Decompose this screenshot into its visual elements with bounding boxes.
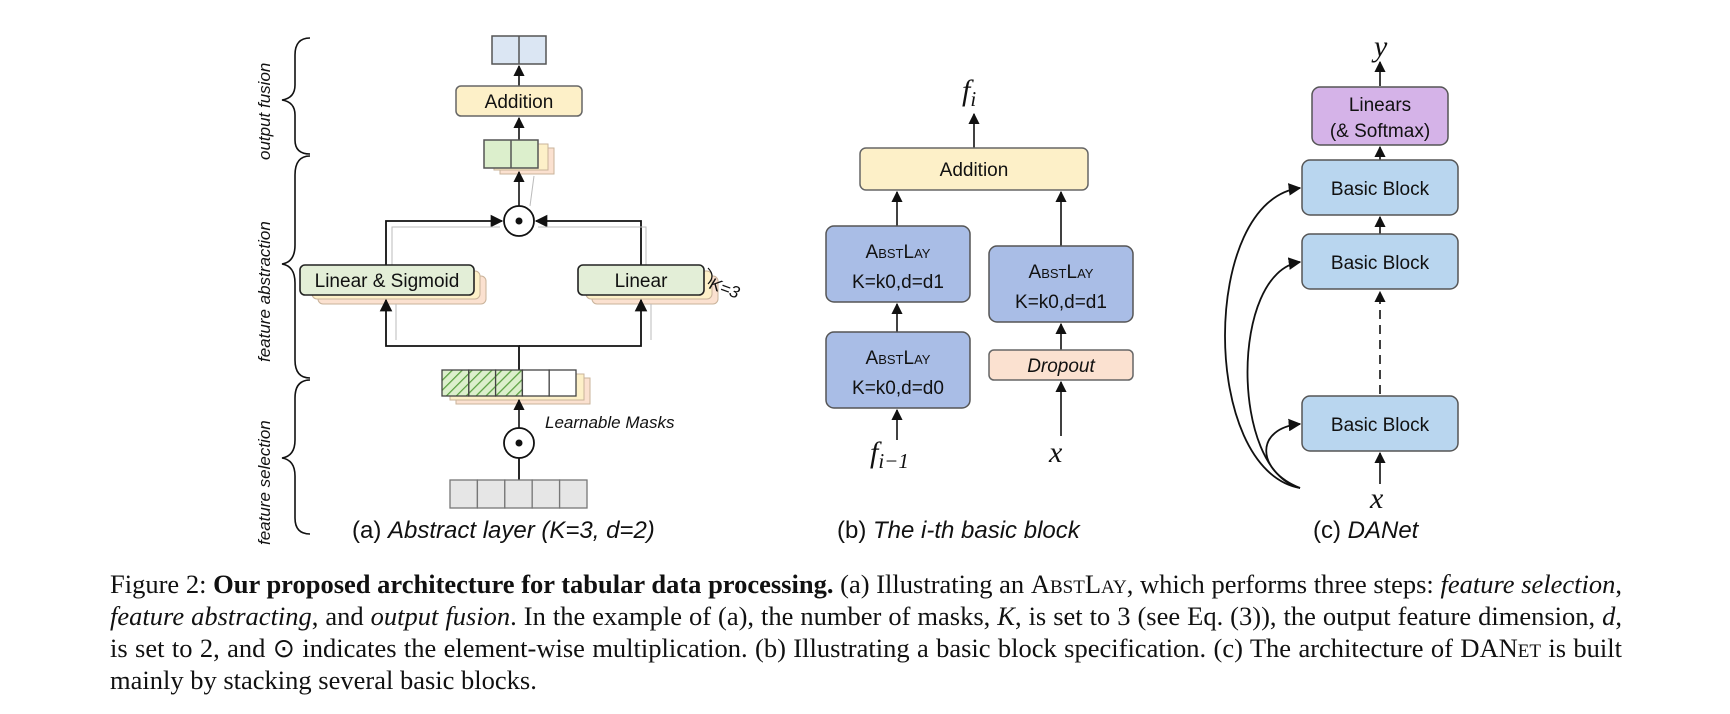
- side-braces: [281, 37, 311, 535]
- figure-caption: Figure 2: Our proposed architecture for …: [110, 569, 1623, 695]
- input-fi-1: fi−1: [870, 436, 909, 473]
- basic-block-2-label: Basic Block: [1331, 253, 1430, 274]
- fused-vectors-stack: [483, 139, 555, 175]
- output-vector: [491, 35, 547, 65]
- caption-bold-title: Our proposed architecture for tabular da…: [213, 569, 834, 599]
- masked-vectors-stack: [441, 369, 591, 405]
- basic-block-1-label: Basic Block: [1331, 179, 1430, 200]
- abstlay-bottom-params: K=k0,d=d0: [852, 378, 944, 399]
- dropout-box: Dropout: [988, 349, 1134, 381]
- learnable-masks-label: Learnable Masks: [545, 413, 675, 432]
- label-feature-abstraction: feature abstraction: [255, 221, 274, 362]
- linear-sigmoid-box: Linear & Sigmoid: [299, 264, 487, 305]
- label-feature-selection: feature selection: [255, 420, 274, 545]
- basic-block-1: Basic Block: [1301, 159, 1459, 216]
- panel-a: feature selection feature abstraction ou…: [255, 35, 743, 545]
- addition-label-a: Addition: [485, 92, 554, 113]
- input-x-c: x: [1369, 482, 1384, 515]
- addition-box-b: Addition: [859, 147, 1089, 191]
- linear-label: Linear: [615, 271, 668, 292]
- caption-b: (b) The i-th basic block: [837, 517, 1082, 544]
- dropout-label: Dropout: [1027, 356, 1095, 377]
- basic-block-2: Basic Block: [1301, 233, 1459, 290]
- softmax-label: (& Softmax): [1330, 121, 1430, 142]
- addition-box-a: Addition: [455, 85, 583, 117]
- abstlay-top-title: AbstLay: [866, 242, 931, 263]
- abstlay-right: AbstLay K=k0,d=d1: [988, 245, 1134, 323]
- caption-a: (a) Abstract layer (K=3, d=2): [352, 517, 655, 544]
- panel-c: y Linears (& Softmax) Basic Block Basic …: [1224, 30, 1459, 544]
- output-y: y: [1371, 30, 1388, 63]
- abstlay-bottom: AbstLay K=k0,d=d0: [825, 331, 971, 409]
- linear-box: Linear: [577, 264, 719, 305]
- architecture-figure: feature selection feature abstraction ou…: [255, 30, 1459, 545]
- linear-sigmoid-label: Linear & Sigmoid: [315, 271, 460, 292]
- abstlay-right-params: K=k0,d=d1: [1015, 292, 1107, 313]
- abstlay-bottom-title: AbstLay: [866, 348, 931, 369]
- output-fi: fi: [962, 74, 976, 111]
- multiply-circle-top: [503, 205, 535, 237]
- basic-block-3-label: Basic Block: [1331, 415, 1430, 436]
- label-output-fusion: output fusion: [255, 63, 274, 160]
- abstlay-right-title: AbstLay: [1029, 262, 1094, 283]
- caption-figure-label: Figure 2:: [110, 569, 207, 599]
- multiply-circle-bottom: [503, 427, 535, 459]
- input-vector-a: [449, 479, 588, 509]
- addition-label-b: Addition: [940, 160, 1009, 181]
- skip-connections: [1224, 183, 1302, 489]
- abstlay-top-params: K=k0,d=d1: [852, 272, 944, 293]
- linears-box: Linears (& Softmax): [1311, 86, 1449, 146]
- panel-b: fi Addition AbstLay K=k0,d=d1 AbstLay K=…: [825, 74, 1134, 544]
- linears-label: Linears: [1349, 95, 1411, 116]
- input-x-b: x: [1048, 436, 1063, 469]
- basic-block-3: Basic Block: [1301, 395, 1459, 452]
- abstlay-top: AbstLay K=k0,d=d1: [825, 225, 971, 303]
- caption-c: (c) DANet: [1313, 517, 1420, 544]
